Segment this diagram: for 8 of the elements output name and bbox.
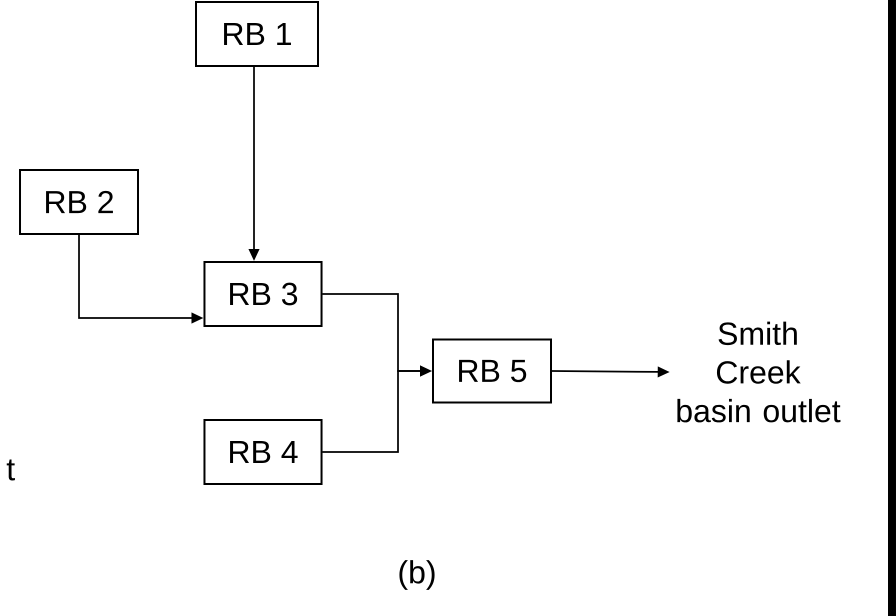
process-box: RB 4 xyxy=(203,419,323,485)
panel-label: (b) xyxy=(399,560,435,590)
cropped-text: t xyxy=(6,460,15,480)
process-box: RB 3 xyxy=(203,261,323,327)
process-box: RB 1 xyxy=(195,1,319,67)
process-box: RB 5 xyxy=(432,338,552,404)
process-box: RB 2 xyxy=(19,169,139,235)
outlet-text: Smith Creek basin outlet xyxy=(677,322,840,422)
